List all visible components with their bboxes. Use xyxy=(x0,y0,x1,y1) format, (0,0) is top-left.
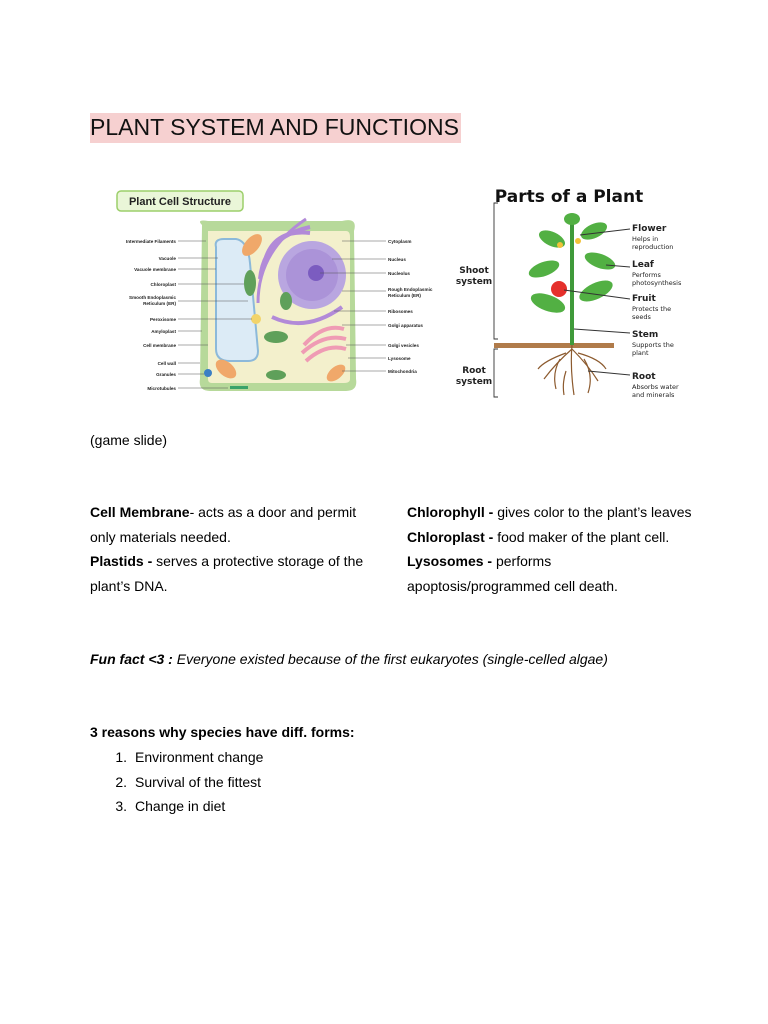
fun-fact: Fun fact <3 : Everyone existed because o… xyxy=(90,651,608,667)
svg-text:Helps in: Helps in xyxy=(632,235,658,243)
label-cell-wall: Cell wall xyxy=(158,361,176,366)
plant-diagram-heading: Parts of a Plant xyxy=(495,187,643,207)
label-golgi-vesicles: Golgi vesicles xyxy=(388,343,419,348)
svg-text:Absorbs water: Absorbs water xyxy=(632,383,679,391)
label-rough-er: Rough Endoplasmic xyxy=(388,287,433,292)
label-intermediate-filaments: Intermediate Filaments xyxy=(126,239,176,244)
svg-text:Protects the: Protects the xyxy=(632,305,671,313)
label-mitochondria: Mitochondria xyxy=(388,369,417,374)
shoot-system-label-2: system xyxy=(456,277,492,287)
definition-plastids: Plastids - serves a protective storage o… xyxy=(90,553,364,594)
cell-diagram-heading: Plant Cell Structure xyxy=(129,196,231,208)
root-system-label: Root xyxy=(462,366,486,376)
reasons-heading: 3 reasons why species have diff. forms: xyxy=(90,724,355,740)
root-system-label-2: system xyxy=(456,377,492,387)
part-leaf: Leaf xyxy=(632,260,654,270)
shoot-system-label: Shoot xyxy=(459,266,489,276)
part-fruit: Fruit xyxy=(632,294,657,304)
page-title: PLANT SYSTEM AND FUNCTIONS xyxy=(90,113,461,143)
label-lysosome: Lysosome xyxy=(388,356,411,361)
label-granules: Granules xyxy=(156,372,176,377)
parts-of-plant-diagram: Parts of a Plant Shoot system Root syste… xyxy=(448,183,690,401)
reasons-list: 1.Environment change 2.Survival of the f… xyxy=(90,745,263,819)
label-nucleus: Nucleus xyxy=(388,257,406,262)
list-item: 3.Change in diet xyxy=(115,798,226,814)
label-peroxisome: Peroxisome xyxy=(150,317,176,322)
label-rough-er-2: Reticulum (ER) xyxy=(388,293,421,298)
definition-cell-membrane: Cell Membrane- acts as a door and permit… xyxy=(90,504,357,545)
definition-lysosomes: Lysosomes - performs apoptosis/programme… xyxy=(407,553,618,594)
definitions-left: Cell Membrane- acts as a door and permit… xyxy=(90,500,380,598)
label-ribosomes: Ribosomes xyxy=(388,309,413,314)
label-smooth-er: Smooth Endoplasmic xyxy=(129,295,176,300)
plant-cell-diagram: Plant Cell Structure Intermediate Filame… xyxy=(110,183,437,401)
label-chloroplast: Chloroplast xyxy=(150,282,176,287)
svg-text:seeds: seeds xyxy=(632,313,652,321)
svg-text:plant: plant xyxy=(632,349,649,357)
label-microtubules: Microtubules xyxy=(147,386,176,391)
list-item: 1.Environment change xyxy=(115,749,264,765)
label-cytoplasm: Cytoplasm xyxy=(388,239,412,244)
label-golgi-apparatus: Golgi apparatus xyxy=(388,323,423,328)
svg-text:reproduction: reproduction xyxy=(632,243,673,251)
part-root: Root xyxy=(632,372,656,382)
svg-text:Performs: Performs xyxy=(632,271,662,279)
svg-text:and minerals: and minerals xyxy=(632,391,675,399)
svg-text:photosynthesis: photosynthesis xyxy=(632,279,682,287)
label-smooth-er-2: Reticulum (ER) xyxy=(143,301,176,306)
definitions-right: Chlorophyll - gives color to the plant’s… xyxy=(407,500,697,598)
definition-chlorophyll: Chlorophyll - gives color to the plant’s… xyxy=(407,504,692,520)
label-cell-membrane: Cell membrane xyxy=(143,343,176,348)
label-vacuole-membrane: Vacuole membrane xyxy=(134,267,176,272)
label-nucleolus: Nucleolus xyxy=(388,271,410,276)
part-stem: Stem xyxy=(632,330,658,340)
game-slide-note: (game slide) xyxy=(90,432,168,448)
label-amyloplast: Amyloplast xyxy=(151,329,176,334)
definition-chloroplast: Chloroplast - food maker of the plant ce… xyxy=(407,528,670,545)
label-vacuole: Vacuole xyxy=(159,256,177,261)
part-flower: Flower xyxy=(632,224,667,234)
list-item: 2.Survival of the fittest xyxy=(115,773,262,790)
svg-text:Supports the: Supports the xyxy=(632,341,674,349)
